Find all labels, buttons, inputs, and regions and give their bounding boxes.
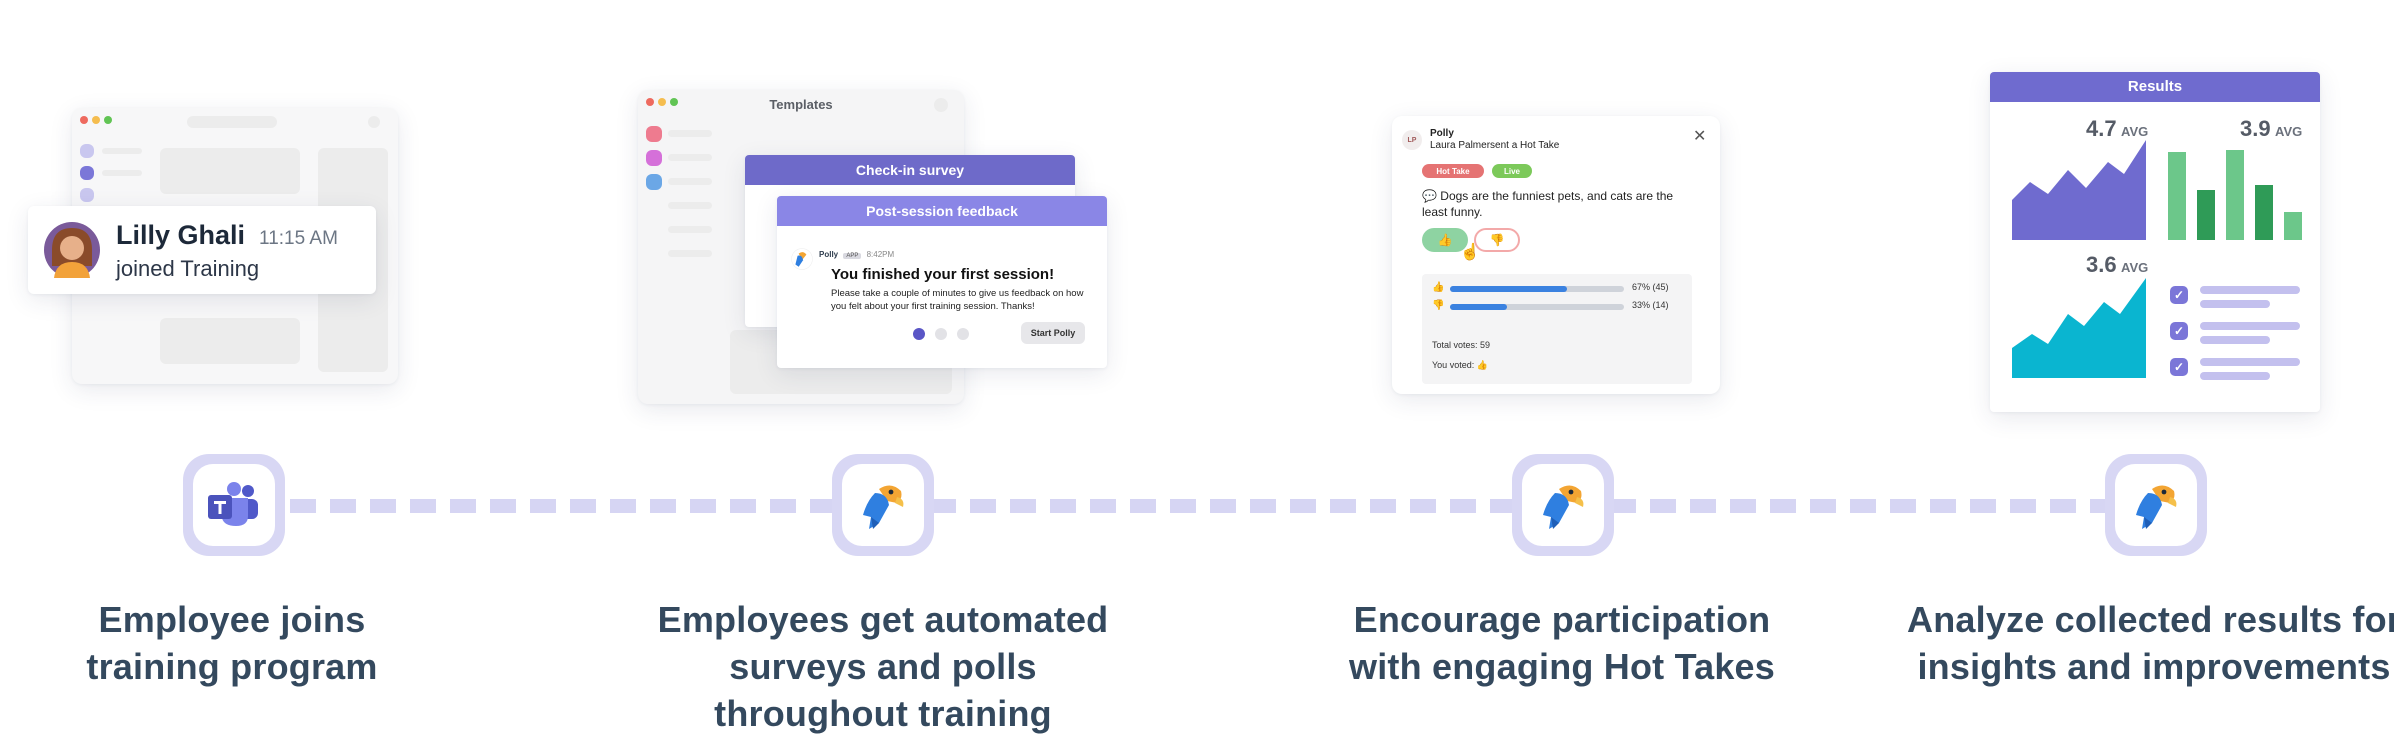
area-chart-cyan xyxy=(2012,278,2146,378)
pager-dot-active[interactable] xyxy=(913,328,925,340)
timeline-dashed-line xyxy=(290,499,2110,513)
results-card: Results 4.7 AVG 3.9 AVG 3.6 AVG ✓ ✓ ✓ xyxy=(1990,72,2320,412)
avg-label-2: AVG xyxy=(2275,124,2303,139)
avg-value-3: 3.6 xyxy=(2086,252,2117,277)
sender-name: Polly xyxy=(1430,128,1454,139)
thumbs-up-icon: 👍 xyxy=(1432,282,1445,293)
sender-avatar: LP xyxy=(1402,130,1422,150)
caption-line: Analyze collected results for xyxy=(1907,599,2394,640)
hot-take-card: LP Polly Laura Palmersent a Hot Take ✕ H… xyxy=(1392,116,1720,394)
cursor-hand-icon: ☝ xyxy=(1460,244,1480,261)
join-notification: Lilly Ghali 11:15 AM joined Training xyxy=(28,206,376,294)
thumbs-up-button[interactable]: 👍 xyxy=(1422,228,1468,252)
caption-line: training program xyxy=(86,646,378,687)
avg-value-2: 3.9 xyxy=(2240,116,2271,141)
live-tag: Live xyxy=(1492,164,1532,178)
message-time: 8:42PM xyxy=(866,250,895,259)
step-1-caption: Employee joins training program xyxy=(0,596,492,690)
result-label-down: 33% (14) xyxy=(1632,300,1669,310)
caption-line: Encourage participation xyxy=(1353,599,1771,640)
post-session-card[interactable]: Post-session feedback Polly APP 8:42PM Y… xyxy=(777,196,1107,368)
thumbs-down-icon: 👎 xyxy=(1432,300,1445,311)
window-max-dot xyxy=(670,98,678,106)
start-polly-button[interactable]: Start Polly xyxy=(1021,322,1085,344)
checkbox-checked: ✓ xyxy=(2170,358,2188,376)
area-chart-purple xyxy=(2012,140,2146,240)
thumbs-down-button[interactable]: 👎 xyxy=(1474,228,1520,252)
results-header: Results xyxy=(1990,72,2320,102)
check-icon: ✓ xyxy=(2173,288,2185,302)
step-4-icon-frame xyxy=(2105,454,2207,556)
caption-line: with engaging Hot Takes xyxy=(1349,646,1775,687)
step-1-icon-frame xyxy=(183,454,285,556)
window-max-dot xyxy=(104,116,112,124)
bar-chart-green xyxy=(2168,140,2302,240)
result-label-up: 67% (45) xyxy=(1632,282,1669,292)
step-4-caption: Analyze collected results for insights a… xyxy=(1894,596,2394,690)
result-fill-up xyxy=(1450,286,1567,292)
step-2-caption: Employees get automated surveys and poll… xyxy=(623,596,1143,737)
result-bar-up xyxy=(1450,286,1624,292)
window-close-dot xyxy=(646,98,654,106)
teams-icon xyxy=(208,482,258,526)
bar-chart-bar xyxy=(2168,152,2186,240)
total-votes: Total votes: 59 xyxy=(1432,340,1491,350)
result-bar-down xyxy=(1450,304,1624,310)
caption-line: surveys and polls xyxy=(729,646,1037,687)
step-3-caption: Encourage participation with engaging Ho… xyxy=(1302,596,1822,690)
caption-line: insights and improvements xyxy=(1917,646,2391,687)
polly-parrot-icon xyxy=(791,248,813,270)
polly-parrot-icon xyxy=(1543,485,1584,529)
step-2-icon-frame xyxy=(832,454,934,556)
checkbox-checked: ✓ xyxy=(2170,286,2188,304)
step-3-icon-frame xyxy=(1512,454,1614,556)
survey-body: Please take a couple of minutes to give … xyxy=(831,288,1084,312)
caption-line: Employees get automated xyxy=(657,599,1109,640)
polly-parrot-icon xyxy=(2136,485,2177,529)
avg-label-3: AVG xyxy=(2121,260,2149,275)
pager-dot[interactable] xyxy=(957,328,969,340)
sender-name: Polly xyxy=(819,250,839,259)
notification-time: 11:15 AM xyxy=(259,228,338,249)
result-fill-down xyxy=(1450,304,1508,310)
avg-label-1: AVG xyxy=(2121,124,2149,139)
check-in-banner: Check-in survey xyxy=(745,155,1075,185)
post-session-banner: Post-session feedback xyxy=(777,196,1107,226)
window-close-dot xyxy=(80,116,88,124)
bar-chart-bar xyxy=(2284,212,2302,240)
caption-line: throughout training xyxy=(714,693,1052,734)
window-min-dot xyxy=(658,98,666,106)
check-icon: ✓ xyxy=(2173,324,2185,338)
checkbox-checked: ✓ xyxy=(2170,322,2188,340)
survey-headline: You finished your first session! xyxy=(831,266,1055,283)
check-icon: ✓ xyxy=(2173,360,2185,374)
close-icon[interactable]: ✕ xyxy=(1693,128,1707,145)
hot-take-statement: 💬 Dogs are the funniest pets, and cats a… xyxy=(1422,189,1674,219)
bar-chart-bar xyxy=(2255,185,2273,240)
pager-dot[interactable] xyxy=(935,328,947,340)
hot-take-subtitle: Laura Palmersent a Hot Take xyxy=(1430,140,1560,151)
polly-parrot-icon xyxy=(863,485,904,529)
notification-action: joined Training xyxy=(116,256,260,281)
caption-line: Employee joins xyxy=(98,599,366,640)
results-panel: 👍 67% (45) 👎 33% (14) Total votes: 59 Yo… xyxy=(1422,274,1692,384)
bar-chart-bar xyxy=(2197,190,2215,240)
user-name: Lilly Ghali xyxy=(116,220,246,250)
thumbs-up-icon: 👍 xyxy=(1476,360,1488,370)
bar-chart-bar xyxy=(2226,150,2244,240)
avg-value-1: 4.7 xyxy=(2086,116,2117,141)
you-voted-label: You voted: xyxy=(1432,360,1475,370)
window-title: Templates xyxy=(769,97,833,112)
hot-take-tag: Hot Take xyxy=(1422,164,1484,178)
user-avatar xyxy=(44,222,100,278)
window-min-dot xyxy=(92,116,100,124)
app-badge: APP xyxy=(843,253,862,259)
